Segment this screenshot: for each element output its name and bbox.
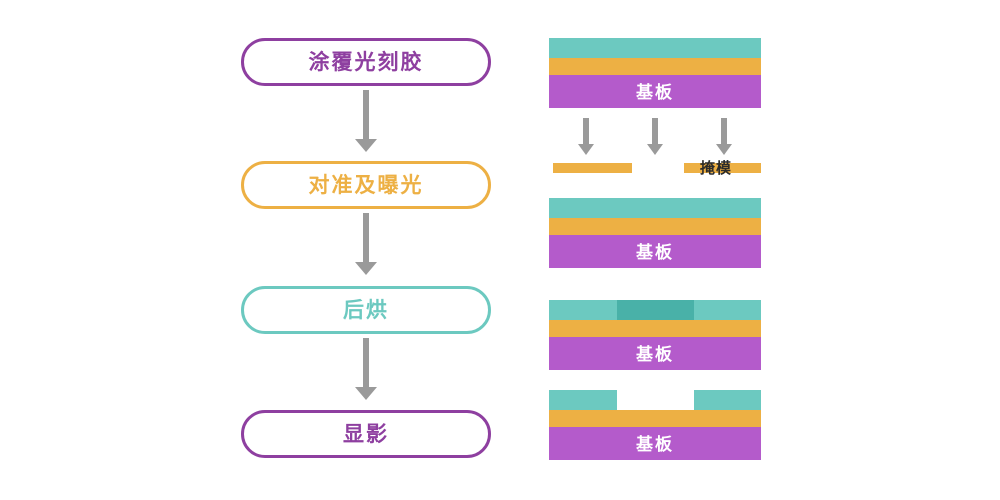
mask-label: 掩模	[700, 160, 733, 177]
cross-section-coated-wafer: 基板	[549, 38, 761, 108]
film-layer	[549, 410, 761, 427]
substrate-label: 基板	[636, 243, 674, 262]
down-arrow-icon	[355, 139, 377, 152]
film-layer	[549, 58, 761, 75]
flow-step-coat-photoresist[interactable]: 涂覆光刻胶	[241, 38, 491, 86]
exposure-arrow-left	[578, 118, 594, 155]
down-arrow-icon	[578, 144, 594, 155]
film-layer	[549, 320, 761, 337]
substrate-label: 基板	[636, 345, 674, 364]
arrow-shaft	[363, 213, 369, 262]
flow-connector-1	[355, 90, 377, 152]
arrow-shaft	[363, 90, 369, 139]
mask-bar-right	[684, 163, 761, 173]
flow-step-label: 显影	[343, 422, 389, 446]
cross-section-developed-wafer: 基板	[549, 390, 761, 460]
down-arrow-icon	[647, 144, 663, 155]
flow-connector-2	[355, 213, 377, 275]
cross-section-after-exposure-wafer: 基板	[549, 198, 761, 268]
exposure-arrow-center	[647, 118, 663, 155]
flow-step-post-bake[interactable]: 后烘	[241, 286, 491, 334]
arrow-shaft	[721, 118, 727, 144]
flow-step-label: 对准及曝光	[308, 173, 424, 197]
photoresist-layer	[549, 38, 761, 58]
flow-step-develop[interactable]: 显影	[241, 410, 491, 458]
down-arrow-icon	[355, 387, 377, 400]
substrate-layer: 基板	[549, 75, 761, 108]
substrate-layer: 基板	[549, 235, 761, 268]
substrate-layer: 基板	[549, 337, 761, 370]
flow-step-label: 涂覆光刻胶	[308, 50, 424, 74]
patterned-photoresist-left	[549, 390, 617, 410]
cross-section-post-bake-wafer: 基板	[549, 300, 761, 370]
arrow-shaft	[583, 118, 589, 144]
patterned-photoresist-right	[694, 390, 761, 410]
down-arrow-icon	[716, 144, 732, 155]
substrate-label: 基板	[636, 435, 674, 454]
exposed-photoresist-region	[617, 300, 694, 320]
flow-connector-3	[355, 338, 377, 400]
mask-bar-left	[553, 163, 632, 173]
photoresist-layer	[549, 198, 761, 218]
exposure-arrow-right	[716, 118, 732, 155]
arrow-shaft	[652, 118, 658, 144]
film-layer	[549, 218, 761, 235]
arrow-shaft	[363, 338, 369, 387]
flow-step-align-expose[interactable]: 对准及曝光	[241, 161, 491, 209]
flow-step-label: 后烘	[343, 298, 389, 322]
substrate-layer: 基板	[549, 427, 761, 460]
down-arrow-icon	[355, 262, 377, 275]
substrate-label: 基板	[636, 83, 674, 102]
